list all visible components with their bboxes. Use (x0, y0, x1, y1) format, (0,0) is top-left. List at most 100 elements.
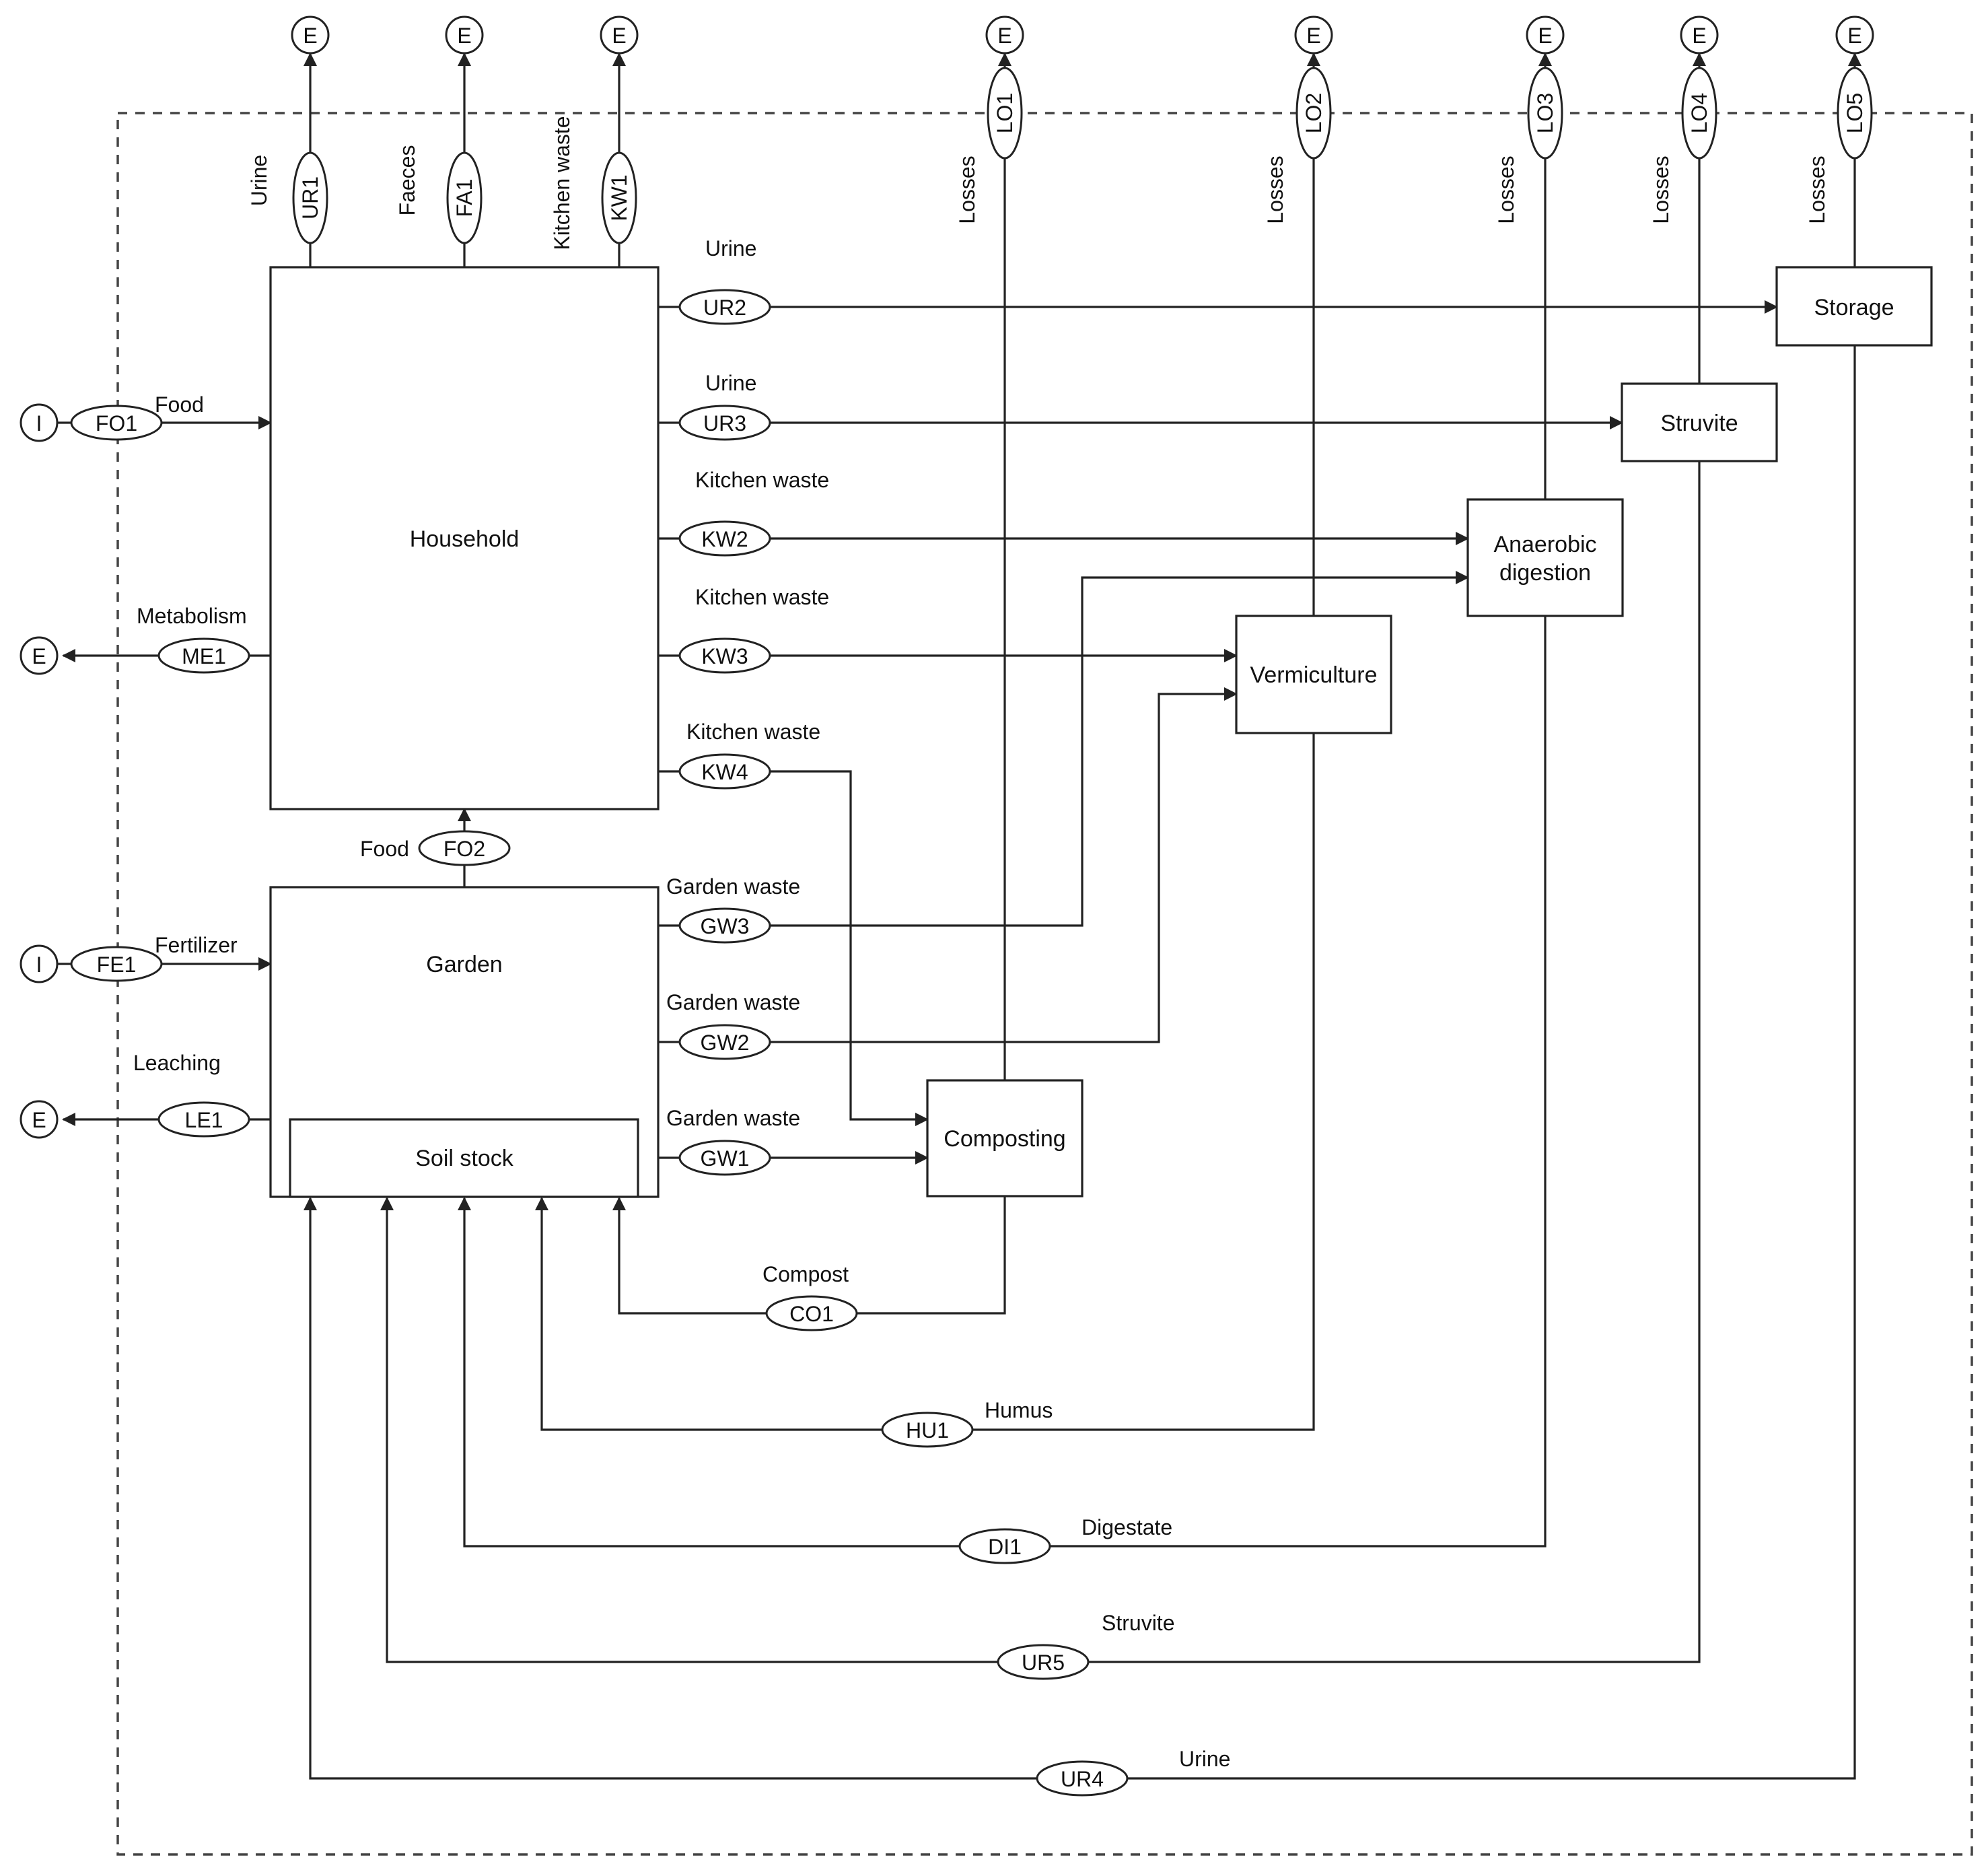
svg-text:GW3: GW3 (701, 914, 750, 938)
export-terminal: E (445, 15, 484, 55)
svg-text:I: I (36, 952, 42, 977)
svg-text:E: E (303, 24, 317, 48)
flow-tag-UR2: UR2 (678, 289, 771, 325)
svg-text:FO1: FO1 (96, 411, 137, 436)
anaerobic-label-line2: digestion (1499, 560, 1591, 586)
flow-label-ME1: Metabolism (137, 604, 247, 628)
flow-label-GW1: Garden waste (666, 1106, 800, 1130)
composting-label: Composting (944, 1126, 1065, 1152)
flow-tag-UR5: UR5 (997, 1644, 1090, 1680)
flow-tag-KW2: KW2 (678, 520, 771, 557)
flow-label-LO5: Losses (1805, 155, 1829, 223)
composting-process: Composting (926, 1079, 1084, 1197)
flow-tag-FA1: FA1 (446, 151, 483, 244)
flow-label-LO2: Losses (1263, 155, 1287, 223)
vermiculture-process: Vermiculture (1235, 615, 1392, 734)
flow-labels: Food Metabolism Fertilizer Leaching Food… (133, 236, 1230, 1771)
household-label: Household (410, 526, 520, 552)
svg-text:HU1: HU1 (906, 1418, 949, 1443)
svg-text:KW1: KW1 (607, 174, 631, 221)
flow-tag-KW3: KW3 (678, 637, 771, 674)
flow-label-CO1: Compost (762, 1262, 849, 1286)
flow-label-UR1: Urine (247, 155, 271, 206)
anaerobic-digestion-process: Anaerobic digestion (1466, 498, 1624, 617)
export-terminal: E (1835, 15, 1874, 55)
flow-label-KW3: Kitchen waste (695, 585, 829, 609)
svg-text:KW3: KW3 (701, 644, 748, 668)
flow-label-UR4: Urine (1179, 1747, 1230, 1771)
svg-text:E: E (997, 24, 1011, 48)
flow-label-FA1: Faeces (395, 145, 419, 216)
svg-text:E: E (32, 644, 46, 668)
import-terminal: I (20, 944, 59, 983)
export-terminal: E (985, 15, 1024, 55)
svg-text:E: E (612, 24, 626, 48)
flow-label-LO3: Losses (1494, 155, 1518, 223)
anaerobic-label-line1: Anaerobic (1493, 532, 1596, 557)
svg-text:LO1: LO1 (993, 93, 1017, 133)
svg-text:I: I (36, 411, 42, 436)
vermiculture-label: Vermiculture (1250, 662, 1378, 688)
flow-label-UR2: Urine (705, 236, 756, 260)
flow-tag-GW3: GW3 (678, 907, 771, 944)
flow-tag-LO1: LO1 (987, 67, 1023, 160)
svg-text:LE1: LE1 (185, 1108, 223, 1132)
flow-tag-FO1: FO1 (70, 405, 163, 441)
flow-label-LO4: Losses (1649, 155, 1673, 223)
svg-text:ME1: ME1 (182, 644, 226, 668)
flow-tag-LO3: LO3 (1527, 67, 1563, 160)
svg-text:LO4: LO4 (1687, 93, 1711, 133)
svg-text:FE1: FE1 (97, 952, 137, 977)
garden-label: Garden (426, 952, 502, 977)
flow-label-HU1: Humus (985, 1398, 1053, 1422)
svg-text:GW2: GW2 (701, 1031, 750, 1055)
flow-label-FE1: Fertilizer (155, 933, 238, 957)
export-terminal: E (1294, 15, 1333, 55)
flow-tag-LO4: LO4 (1681, 67, 1717, 160)
struvite-label: Struvite (1660, 411, 1738, 436)
export-terminal: E (1680, 15, 1719, 55)
flow-tag-KW4: KW4 (678, 753, 771, 790)
svg-text:KW4: KW4 (701, 760, 748, 784)
flow-tag-UR3: UR3 (678, 405, 771, 441)
flow-tag-DI1: DI1 (958, 1528, 1051, 1564)
flow-tag-FO2: FO2 (418, 830, 511, 866)
svg-text:UR1: UR1 (298, 176, 322, 219)
flow-label-GW2: Garden waste (666, 990, 800, 1014)
flow-label-KW2: Kitchen waste (695, 468, 829, 492)
svg-text:GW1: GW1 (701, 1146, 750, 1171)
svg-text:UR2: UR2 (703, 296, 746, 320)
svg-text:E: E (1847, 24, 1861, 48)
storage-label: Storage (1814, 295, 1894, 320)
flow-tag-ME1: ME1 (157, 637, 250, 674)
flow-label-UR3: Urine (705, 371, 756, 395)
flow-tag-GW2: GW2 (678, 1024, 771, 1060)
svg-text:LO5: LO5 (1843, 93, 1867, 133)
export-terminal: E (20, 636, 59, 675)
flow-tag-UR4: UR4 (1036, 1760, 1129, 1797)
system-boundary (116, 112, 1973, 1856)
svg-text:E: E (457, 24, 471, 48)
struvite-process: Struvite (1621, 382, 1778, 462)
flow-tag-LE1: LE1 (157, 1101, 250, 1138)
flow-label-LE1: Leaching (133, 1051, 221, 1075)
flow-tag-LO2: LO2 (1295, 67, 1332, 160)
vertical-flow-labels: Urine Faeces Kitchen waste Losses Losses… (247, 116, 1829, 250)
import-terminal: I (20, 403, 59, 442)
svg-text:LO2: LO2 (1302, 93, 1326, 133)
svg-text:KW2: KW2 (701, 527, 748, 551)
flow-label-FO1: Food (155, 392, 204, 417)
svg-text:UR4: UR4 (1061, 1767, 1104, 1791)
svg-text:FO2: FO2 (443, 837, 485, 861)
flow-tag-LO5: LO5 (1837, 67, 1873, 160)
flow-tag-UR1: UR1 (292, 151, 328, 244)
svg-text:E: E (32, 1108, 46, 1132)
svg-text:DI1: DI1 (988, 1535, 1022, 1559)
svg-text:E: E (1306, 24, 1320, 48)
flow-tag-GW1: GW1 (678, 1140, 771, 1176)
svg-text:UR3: UR3 (703, 411, 746, 436)
svg-text:E: E (1692, 24, 1706, 48)
horizontal-flow-tags: FO1 ME1 FE1 LE1 FO2 UR2 UR3 KW2 KW3 KW4 … (70, 289, 1129, 1797)
export-terminal: E (1526, 15, 1565, 55)
